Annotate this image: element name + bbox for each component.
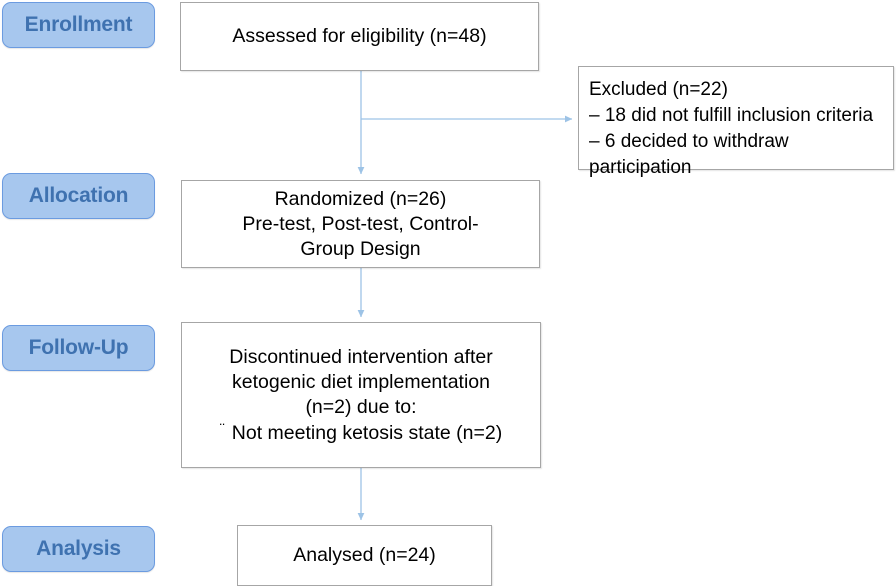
stage-label-allocation-text: Allocation — [28, 184, 129, 207]
node-analysed: Analysed (n=24) — [237, 525, 492, 586]
stage-label-analysis: Analysis — [2, 526, 155, 572]
stage-label-followup: Follow-Up — [2, 325, 155, 371]
node-excluded: Excluded (n=22) – 18 did not fulfill inc… — [578, 66, 894, 178]
node-randomized-text: Randomized (n=26) Pre-test, Post-test, C… — [242, 187, 479, 260]
node-discontinued-intervention: Discontinued intervention after ketogeni… — [181, 322, 541, 468]
node-analysed-text: Analysed (n=24) — [293, 544, 436, 566]
node-randomized: Randomized (n=26) Pre-test, Post-test, C… — [181, 180, 540, 268]
stage-label-enrollment-text: Enrollment — [24, 13, 133, 36]
node-discontinued-bullet-text: Not meeting ketosis state (n=2) — [231, 421, 503, 444]
discontinued-bullet-icon: ¨ — [219, 420, 225, 438]
node-assessed-text: Assessed for eligibility (n=48) — [232, 25, 487, 47]
stage-label-analysis-text: Analysis — [36, 537, 121, 560]
node-discontinued-text: Discontinued intervention after ketogeni… — [229, 345, 493, 418]
node-excluded-reason-1: – 18 did not fulfill inclusion criteria — [589, 105, 874, 126]
stage-label-enrollment: Enrollment — [2, 2, 155, 48]
node-excluded-reason-2: – 6 decided to withdraw participation — [589, 131, 789, 178]
node-assessed-for-eligibility: Assessed for eligibility (n=48) — [180, 2, 539, 71]
stage-label-allocation: Allocation — [2, 173, 155, 219]
node-excluded-heading: Excluded (n=22) — [589, 79, 728, 100]
stage-label-followup-text: Follow-Up — [28, 336, 129, 359]
